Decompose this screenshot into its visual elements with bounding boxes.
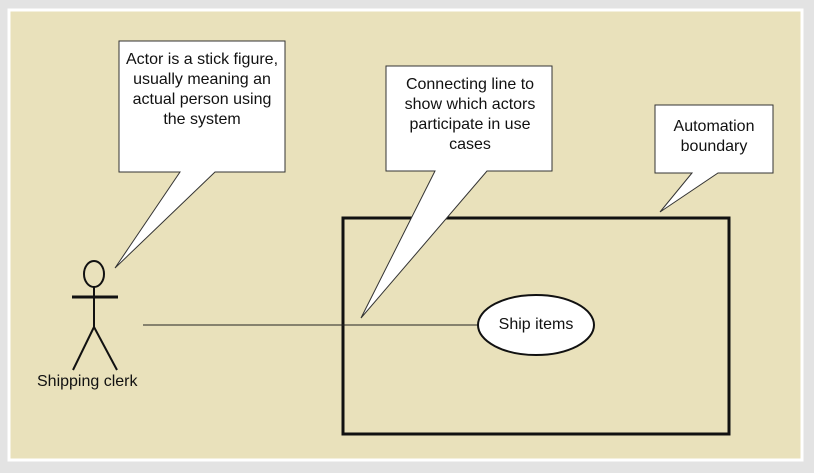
callout-line-box <box>360 65 553 319</box>
callout-actor-text: Actor is a stick figure, usually meaning… <box>125 51 279 128</box>
callout-line-text: Connecting line to show which actors par… <box>404 76 536 153</box>
use-case-label: Ship items <box>498 316 574 333</box>
frame-border <box>7 8 804 462</box>
callout-boundary-box <box>654 104 774 213</box>
callout-boundary-text: Automation boundary <box>673 118 755 155</box>
use-case-ellipse <box>477 294 595 356</box>
actor-label: Shipping clerk <box>37 373 138 390</box>
automation-boundary <box>341 216 731 436</box>
actor-stick-figure-icon <box>72 260 118 371</box>
callout-actor-box <box>114 40 286 269</box>
